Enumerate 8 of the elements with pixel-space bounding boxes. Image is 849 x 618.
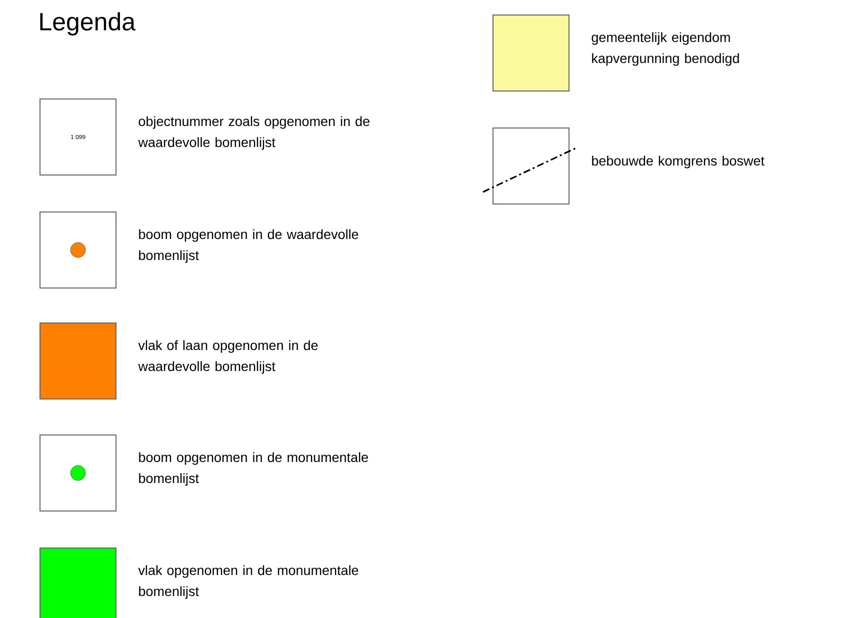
legend-text: boom opgenomen in de monumentale bomenlijst [139,452,368,486]
legend-text: gemeentelijk eigendom kapvergunning benodigd [592,32,739,66]
legend-text: objectnummer zoals opgenomen in de waardevolle bomenlijst [138,116,370,150]
legend-text: boom opgenomen in de waardevolle bomenlijst [139,229,358,263]
legend-text: bebouwde komgrens boswet [592,156,764,168]
legend-text: vlak of laan opgenomen in de waardevolle bomenlijst [138,340,318,374]
legend-text: vlak opgenomen in de monumentale bomenlijst [138,565,358,599]
legend-title: Legenda [40,12,136,36]
